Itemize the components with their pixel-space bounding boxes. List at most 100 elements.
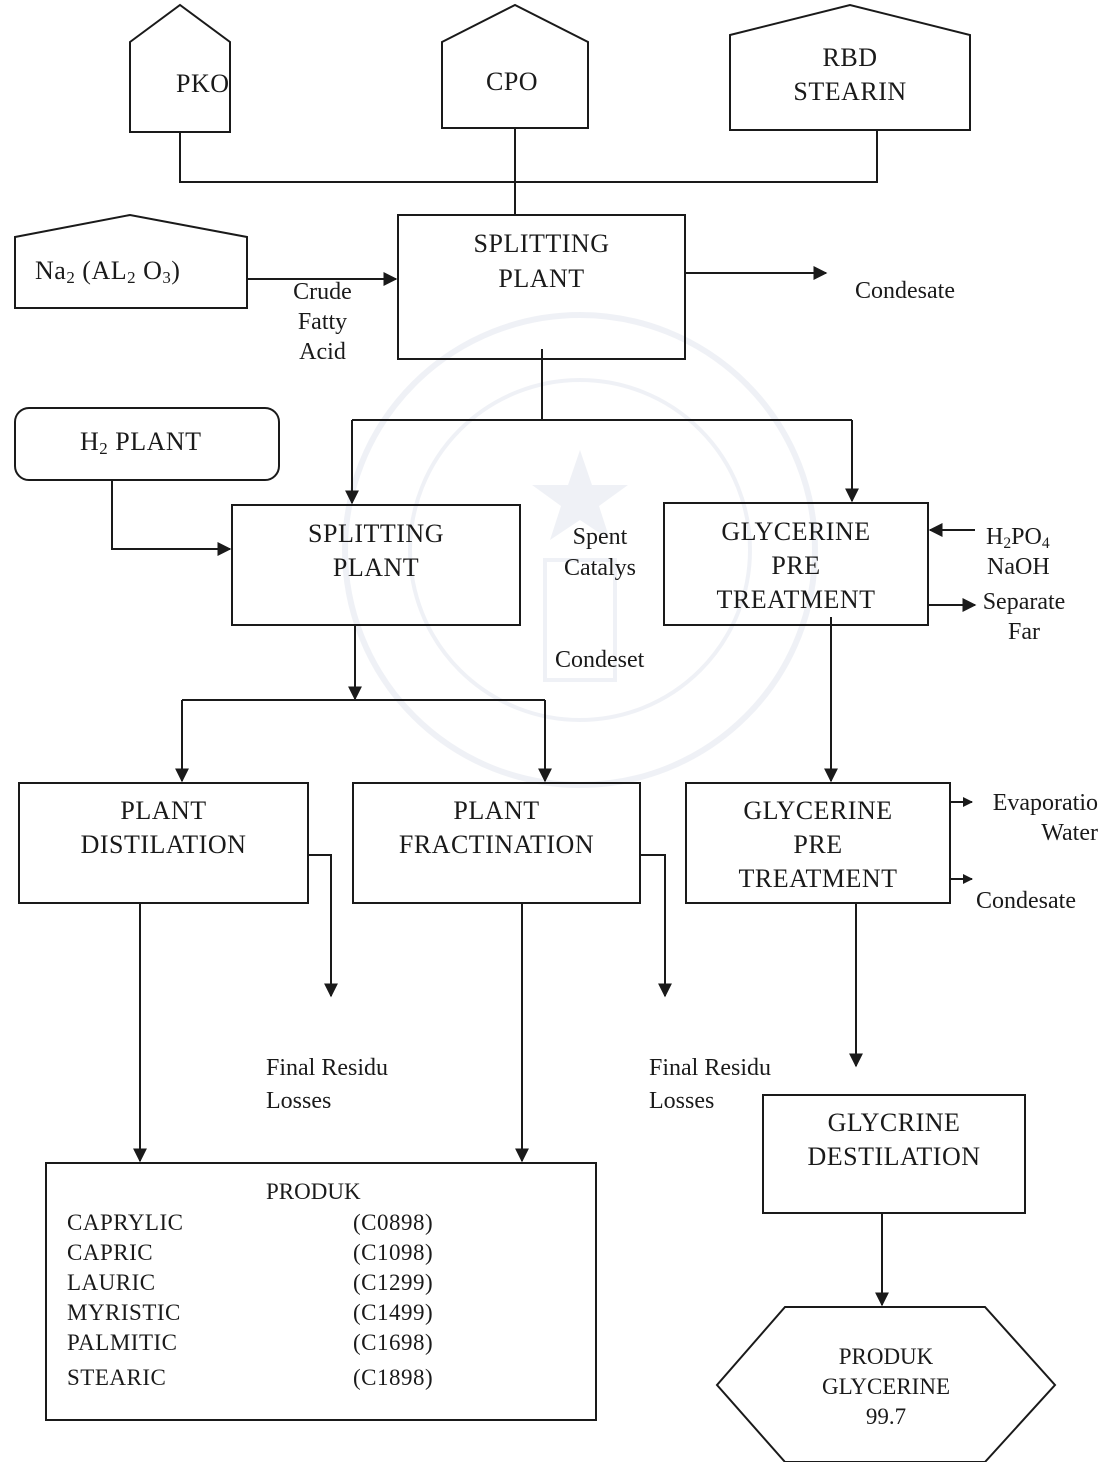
glycerine-pre-treatment-1-box [663,502,929,626]
fractination-line-1: PLANT [453,796,540,825]
rbd-stearin-label: RBD STEARIN [770,45,930,105]
po-sub: 4 [1041,534,1050,552]
splitting-plant-top-label: SPLITTING PLANT [398,231,685,292]
glycrine-destilation-box [762,1094,1026,1214]
splitting-plant-mid-box [231,504,521,626]
product-row: CAPRYLIC(C0898) [67,1210,433,1236]
plant-text: PLANT [115,427,202,456]
o-text: O [143,256,163,285]
product-row: CAPRIC (C1098) [67,1240,433,1266]
plant-distilation-box [18,782,309,904]
distilation-line-2: DISTILATION [80,830,247,859]
h-po-sub: 2 [1003,534,1012,552]
product-code: (C1898) [353,1365,434,1390]
h-sub: 2 [99,439,109,459]
product-name: MYRISTIC [67,1300,181,1325]
final-residu-2-line-1: Final Residu [649,1055,772,1081]
na-catalyst-label: Na2 (AL2 O3) [35,256,181,288]
naoh-label: NaOH [987,554,1050,580]
crude-line: Crude [293,279,352,305]
separate-line: Separate [982,589,1066,615]
gpt2-line-1: GLYCERINE [743,796,893,825]
glycerine-product-hexagon [715,1306,1057,1462]
h-po-text: H [986,524,1004,550]
condesate-right-label: Condesate [976,888,1076,914]
plant-fractination-label: PLANT FRACTINATION [353,798,640,858]
condeset-label: Condeset [555,647,645,673]
product-row: STEARIC (C1898) [67,1365,433,1391]
produk-box [45,1162,597,1421]
na-sub: 2 [66,268,76,288]
product-name: CAPRYLIC [67,1210,184,1235]
product-name: STEARIC [67,1365,167,1390]
cpo-label: CPO [486,67,539,96]
spent-line: Spent [572,524,628,550]
crude-fatty-acid-label: Crude Fatty Acid [285,280,360,364]
glycerine-product-line-1: PRODUK [838,1344,934,1369]
final-residu-1-label: Final Residu Losses [266,1056,388,1113]
water-line: Water [1041,820,1098,846]
product-row: LAURIC (C1299) [67,1270,433,1296]
final-residu-1-line-1: Final Residu [266,1055,389,1081]
final-residu-1-line-2: Losses [266,1088,332,1114]
watermark-seal [342,312,818,788]
splitting-plant-mid-label: SPLITTING PLANT [232,521,520,581]
product-row: MYRISTIC(C1499) [67,1300,433,1326]
glycrine-destilation-label: GLYCRINE DESTILATION [763,1110,1025,1170]
al-sub: 2 [127,268,137,288]
glycerine-product-line-2: GLYCERINE [821,1374,951,1399]
far-line: Far [1008,619,1040,645]
rbd-stearin-tank [729,3,971,131]
splitting-mid-line-2: PLANT [332,553,420,582]
glycerine-pre-treatment-2-box [685,782,951,904]
splitting-mid-line-1: SPLITTING [308,519,444,548]
evaporatio-line: Evaporatio [992,790,1098,816]
pko-label: PKO [176,69,230,98]
h2-plant-box [14,407,280,481]
gpt1-line-2: PRE [771,551,821,580]
plant-distilation-label: PLANT DISTILATION [19,798,308,858]
glycerine-pre-treatment-1-label: GLYCERINE PRE TREATMENT [664,519,928,613]
produk-title: PRODUK [266,1179,361,1204]
product-name: LAURIC [67,1270,156,1295]
fractination-line-2: FRACTINATION [398,830,595,859]
h3po4-label: H2PO4 [986,524,1050,552]
final-residu-2-line-2: Losses [649,1088,715,1114]
condesate-top-label: Condesate [855,278,955,304]
glycerine-pre-treatment-2-label: GLYCERINE PRE TREATMENT [686,798,950,892]
gpt2-line-2: PRE [793,830,843,859]
glycerine-product-label: PRODUK GLYCERINE 99.7 [717,1345,1055,1428]
cpo-tank [441,3,589,129]
h-text: H [80,427,100,456]
product-code: (C1098) [353,1240,434,1265]
rbd-line-2: STEARIN [793,77,907,106]
product-row: PALMITIC(C1698) [67,1330,433,1356]
pko-tank [129,3,231,133]
close-paren-text: ) [171,256,181,285]
product-code: (C1698) [353,1330,434,1355]
po-text: PO [1011,524,1042,550]
al-text: (AL [82,256,128,285]
distilation-line-1: PLANT [120,796,207,825]
gpt2-line-3: TREATMENT [738,864,898,893]
rbd-line-1: RBD [822,43,878,72]
fatty-line: Fatty [297,309,348,335]
destilation-line-2: DESTILATION [807,1142,981,1171]
na-catalyst-tank [14,213,248,309]
final-residu-2-label: Final Residu Losses [649,1056,771,1113]
spent-catalys-label: Spent Catalys [555,525,645,580]
glycerine-product-line-3: 99.7 [865,1404,907,1429]
gpt1-line-3: TREATMENT [716,585,876,614]
plant-fractination-box [352,782,641,904]
acid-line: Acid [299,339,346,365]
product-code: (C1299) [353,1270,434,1295]
destilation-line-1: GLYCRINE [827,1108,961,1137]
product-name: CAPRIC [67,1240,154,1265]
splitting-top-line-1: SPLITTING [473,229,610,258]
catalys-line: Catalys [564,555,636,581]
gpt1-line-1: GLYCERINE [721,517,871,546]
na-text: Na [35,256,67,285]
h2-plant-label: H2 PLANT [80,427,202,459]
evaporation-water-label: Evaporatio Water [970,791,1098,845]
